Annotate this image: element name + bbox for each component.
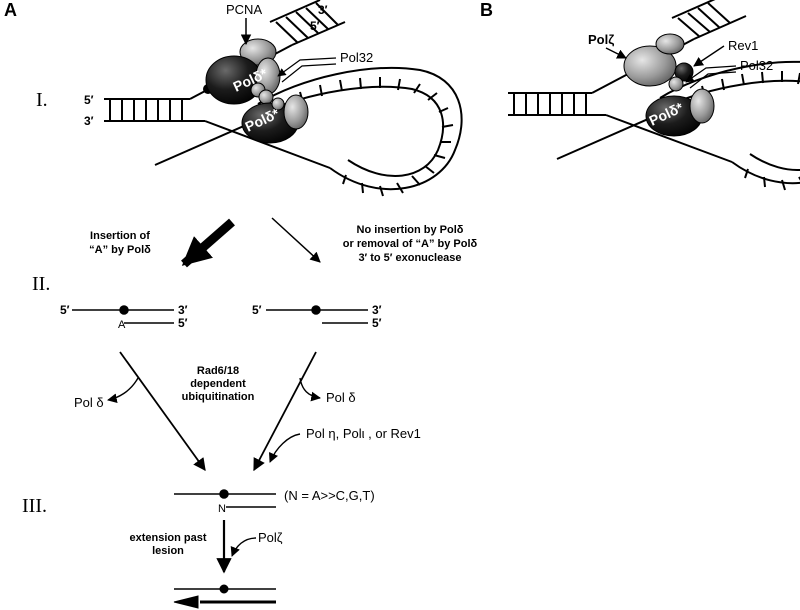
pol-zeta-rev1-complex bbox=[623, 33, 715, 137]
end-3-label: 3′ bbox=[84, 114, 94, 128]
panel-label-a: A bbox=[4, 0, 17, 20]
pol-delta-left-label: Pol δ bbox=[74, 395, 104, 410]
int-right-top-5: 5′ bbox=[252, 303, 262, 317]
tls-polymerases-label: Pol η, Polι , or Rev1 bbox=[306, 426, 421, 441]
dna-fork-b bbox=[508, 0, 800, 191]
branch-left-line-2: “A” by Polδ bbox=[89, 244, 151, 256]
int-left-bottom-5: 5′ bbox=[178, 316, 188, 330]
stage-label-2: II. bbox=[32, 273, 50, 295]
int-right-top-3: 3′ bbox=[372, 303, 382, 317]
pol-delta-complex-lower bbox=[241, 94, 309, 144]
extended-product bbox=[173, 584, 276, 609]
pol-delta-right-release-arrow bbox=[299, 377, 321, 402]
panel-label-b: B bbox=[480, 0, 493, 20]
ubiquitination-line-1: Rad6/18 bbox=[197, 365, 239, 377]
int-left-top-5: 5′ bbox=[60, 303, 70, 317]
fork-3-label: 3′ bbox=[318, 3, 328, 17]
pol-delta-right-label: Pol δ bbox=[326, 390, 356, 405]
rev1-arrow bbox=[693, 45, 725, 67]
arrow-right-to-product bbox=[253, 351, 317, 472]
arrow-no-insertion bbox=[271, 217, 321, 263]
int-left-top-3: 3′ bbox=[178, 303, 188, 317]
rev1-label: Rev1 bbox=[728, 38, 758, 53]
ubiquitination-line-2: dependent bbox=[190, 378, 246, 390]
fork-5-label: 5′ bbox=[310, 19, 320, 33]
dna-fork-a bbox=[104, 0, 463, 197]
pol32-label: Pol32 bbox=[340, 50, 373, 65]
product-strands bbox=[174, 489, 276, 508]
product-rule: (N = A>>C,G,T) bbox=[284, 488, 375, 503]
arrow-left-to-product bbox=[119, 351, 206, 472]
pol-zeta-label-b: Polζ bbox=[588, 32, 614, 47]
stage-label-3: III. bbox=[22, 495, 47, 517]
branch-left-line-1: Insertion of bbox=[90, 230, 150, 242]
intermediate-right bbox=[266, 305, 368, 324]
pol32-arrow-b bbox=[685, 65, 737, 83]
tls-arrow bbox=[268, 433, 301, 463]
ubiquitination-line-3: ubiquitination bbox=[182, 391, 255, 403]
pol-delta-complex-upper bbox=[205, 38, 281, 105]
pol32-label-b: Pol32 bbox=[740, 58, 773, 73]
extension-line-2: lesion bbox=[152, 545, 184, 557]
branch-right-line-1: No insertion by Polδ bbox=[357, 224, 464, 236]
int-left-base: A bbox=[118, 319, 126, 331]
pol-zeta-arrow bbox=[230, 537, 257, 557]
product-base: N bbox=[218, 503, 226, 515]
intermediate-left bbox=[72, 305, 174, 324]
branch-right-line-3: 3′ to 5′ exonuclease bbox=[358, 252, 461, 264]
branch-right-line-2: or removal of “A” by Polδ bbox=[343, 238, 478, 250]
pcna-label: PCNA bbox=[226, 2, 262, 17]
int-right-bottom-5: 5′ bbox=[372, 316, 382, 330]
pol-zeta-label: Polζ bbox=[258, 530, 283, 545]
end-5-label: 5′ bbox=[84, 93, 94, 107]
extension-line-1: extension past bbox=[129, 532, 206, 544]
pol32-arrow bbox=[277, 57, 337, 77]
pol-zeta-arrow-b bbox=[605, 47, 627, 59]
arrow-insertion bbox=[181, 218, 235, 268]
pol-delta-left-release-arrow bbox=[107, 377, 139, 404]
stage-label-1: I. bbox=[36, 89, 48, 111]
